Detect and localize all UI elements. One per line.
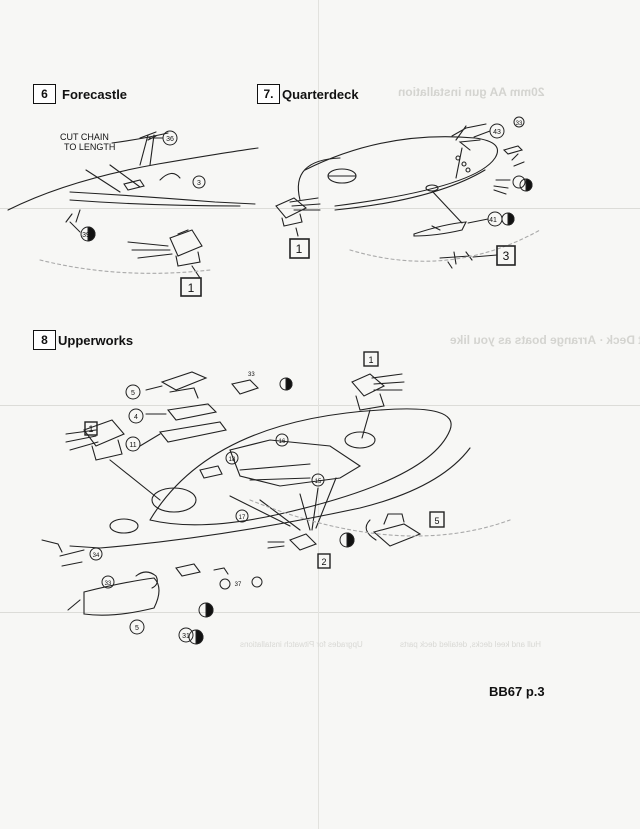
quarterdeck-drawing: [275, 123, 541, 269]
callout-label: 5: [135, 625, 139, 632]
callout-label: 43: [493, 129, 501, 136]
section-header-forecastle: 6 Forecastle: [33, 84, 127, 104]
callout-label: 11: [129, 442, 136, 449]
section-number: 7.: [257, 84, 280, 104]
section-title: Quarterdeck: [282, 86, 359, 102]
upperworks-drawing: [41, 371, 511, 616]
callout-label: 5: [131, 390, 135, 397]
callout-label: 34: [93, 553, 100, 559]
callout-label: 39: [82, 232, 90, 239]
callout-label: 31: [182, 633, 190, 640]
callout-label: 3: [503, 249, 510, 263]
forecastle-callouts: 36 3 39 1: [69, 130, 206, 297]
paper-fold-line: [318, 0, 319, 829]
paper-fold-line: [0, 612, 640, 613]
upperworks-callouts: 1 5 33 4 11 1 18 16 15 17 5 2: [84, 351, 445, 645]
paper-fold-line: [0, 208, 640, 209]
callout-label: 1: [88, 424, 93, 434]
section-number: 8: [33, 330, 56, 350]
callout-label: 3: [197, 180, 201, 187]
section-header-upperworks: 8 Upperworks: [33, 330, 133, 350]
callout-label: 4: [134, 414, 138, 421]
page-label: BB67 p.3: [489, 684, 545, 699]
callout-label: 37: [235, 582, 242, 588]
section-title: Upperworks: [58, 332, 134, 348]
paper-fold-line: [0, 405, 640, 406]
callout-label: 33: [248, 372, 255, 378]
callout-label: 17: [239, 515, 246, 521]
callout-label: 5: [434, 516, 439, 526]
callout-label: 16: [279, 439, 286, 445]
section-title: Forecastle: [62, 86, 128, 102]
callout-label: 41: [489, 217, 497, 224]
callout-label: 36: [166, 136, 174, 143]
callout-label: 1: [368, 355, 373, 365]
callout-label: 33: [105, 581, 112, 587]
section-number: 6: [33, 84, 56, 104]
callout-label: 33: [516, 121, 523, 127]
callout-label: 2: [321, 557, 326, 567]
callout-label: 18: [229, 457, 236, 463]
quarterdeck-callouts: 43 33 1 41 3: [289, 116, 533, 266]
callout-label: 1: [188, 281, 195, 295]
callout-label: 1: [296, 242, 303, 256]
callout-label: 15: [315, 479, 322, 485]
section-header-quarterdeck: 7. Quarterdeck: [257, 84, 359, 104]
